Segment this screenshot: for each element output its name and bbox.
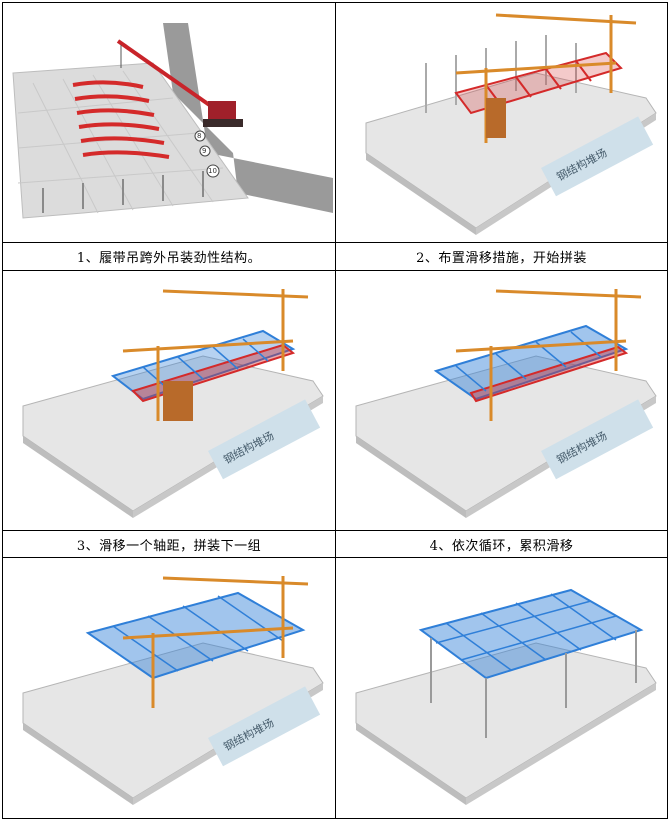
row-divider (3, 530, 667, 531)
caption-step4: 4、依次循环，累积滑移 (429, 538, 574, 554)
step4-illustration: 钢结构堆场 (336, 271, 667, 530)
road (163, 23, 333, 213)
tower-crane (122, 576, 309, 708)
red-steel-trusses (72, 80, 170, 159)
step6-illustration (336, 558, 667, 818)
completed-steel-roof (418, 588, 644, 738)
column-divider (335, 3, 336, 818)
grid-label: 8 (197, 132, 201, 140)
caption-step3: 3、滑移一个轴距，拼装下一组 (76, 538, 262, 554)
step1-illustration: 8 9 10 (3, 3, 335, 242)
row-divider (3, 557, 667, 558)
row-divider (3, 242, 667, 243)
grid-label: 9 (202, 147, 206, 155)
tower-crane (122, 289, 309, 421)
row-divider (3, 270, 667, 271)
grid-label: 10 (208, 167, 217, 175)
crawler-crane (116, 39, 243, 127)
step2-illustration: 钢结构堆场 (336, 3, 667, 242)
steel-structure (85, 591, 306, 680)
caption-step1: 1、履带吊跨外吊装劲性结构。 (76, 251, 262, 266)
step5-illustration: 钢结构堆场 (3, 558, 335, 818)
caption-step2: 2、布置滑移措施，开始拼装 (416, 251, 587, 266)
tower-crane (455, 289, 642, 421)
step3-illustration: 钢结构堆场 (3, 271, 335, 530)
